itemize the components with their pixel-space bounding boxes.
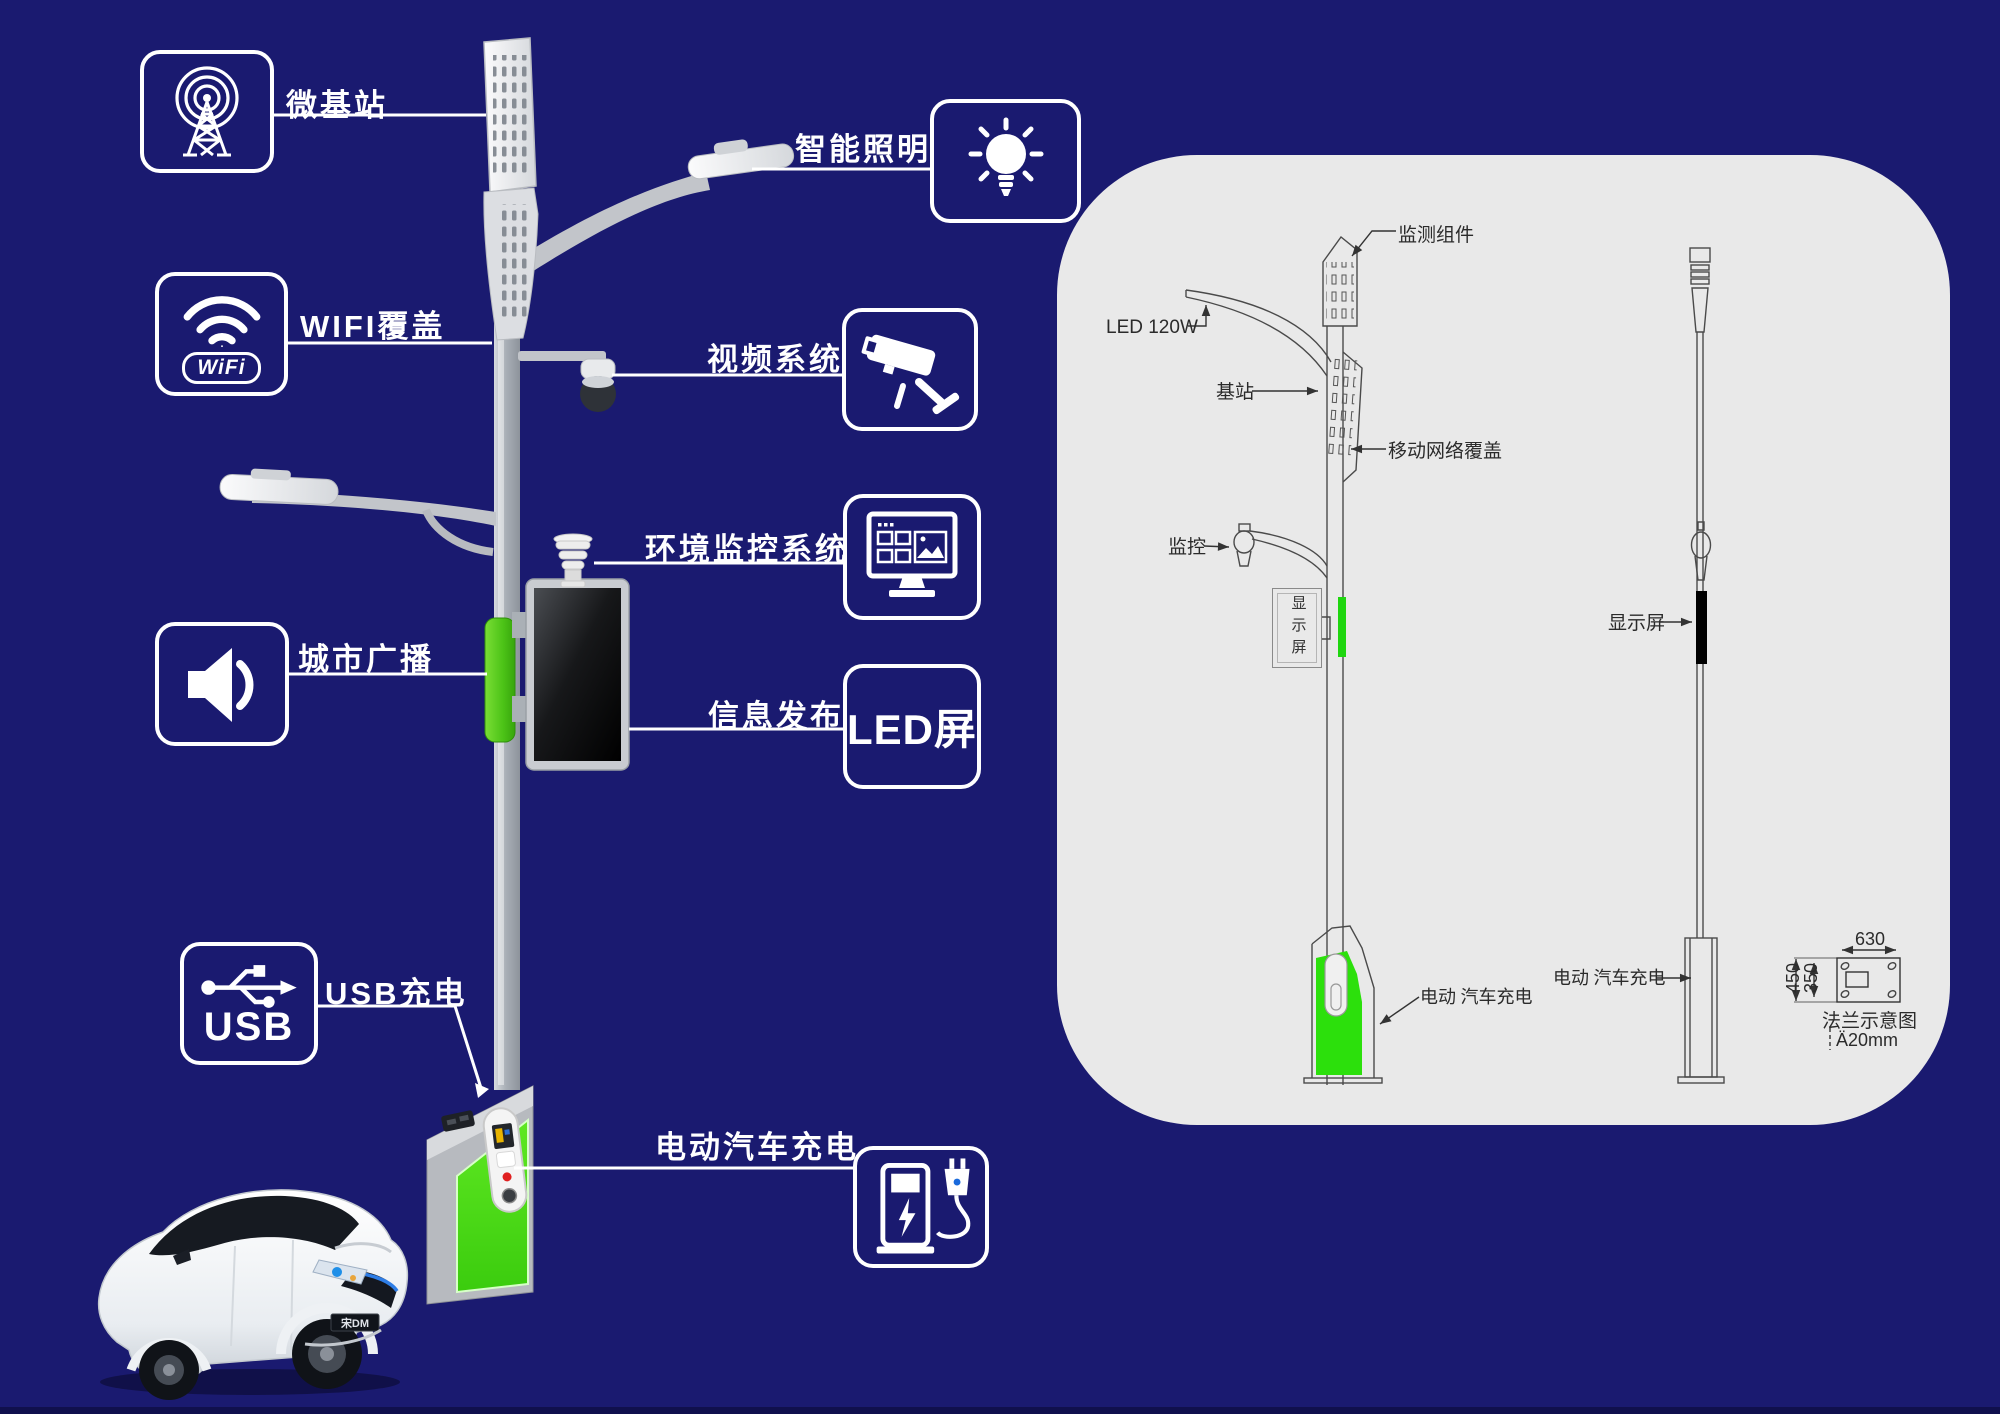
ev-charger-icon — [876, 1158, 971, 1254]
label-dim-450: 450 — [1783, 963, 1803, 993]
label-base-station: 基站 — [1216, 381, 1254, 403]
display-side-green — [1338, 597, 1346, 657]
display-front-box-inner: 显示屏 — [1277, 593, 1317, 663]
smart-lighting-callout — [930, 99, 1081, 223]
monitor-icon — [866, 511, 958, 597]
city-broadcast-label: 城市广播 — [298, 642, 434, 677]
usb-icon — [201, 965, 297, 1008]
display-front-box: 显示屏 — [1272, 588, 1322, 668]
usb-charging-label: USB充电 — [325, 976, 468, 1011]
micro-base-station-callout — [140, 50, 274, 173]
video-system-label: 视频系统 — [707, 342, 843, 377]
right-lamp-arm — [512, 172, 710, 282]
tech-side-view — [1677, 247, 1725, 1084]
led-screen-callout: LED屏 — [843, 664, 981, 789]
car-license-plate — [330, 1313, 380, 1332]
label-ev-side: 电动 汽车充电 — [1553, 968, 1666, 988]
cctv-camera-icon — [861, 334, 960, 414]
label-display-side: 显示屏 — [1608, 613, 1665, 634]
pole-render — [219, 37, 795, 1305]
info-publish-label: 信息发布 — [708, 699, 844, 734]
car-plate-text: 宋DM — [340, 1316, 369, 1330]
tech-labels: 监测组件 LED 120W 基站 移动网络覆盖 监控 显示屏 电动 汽车充电 电… — [1106, 224, 1917, 1050]
city-broadcast-callout — [155, 622, 289, 746]
env-monitoring-callout — [843, 494, 981, 620]
ptz-camera — [580, 358, 616, 412]
camera-arm — [518, 351, 606, 361]
label-led-power: LED 120W — [1106, 317, 1198, 338]
env-monitoring-label: 环境监控系统 — [645, 532, 849, 567]
led-screen-box-text: LED屏 — [847, 706, 978, 753]
tech-leaders — [1188, 230, 1692, 1025]
ev-charging-callout — [853, 1146, 989, 1268]
wifi-callout: WiFi — [155, 272, 288, 396]
light-bulb-icon — [968, 117, 1043, 196]
car-windows — [149, 1195, 359, 1256]
speaker-icon — [188, 648, 254, 722]
micro-base-station-label: 微基站 — [286, 88, 388, 123]
base-cabinet — [426, 1085, 534, 1305]
smart-lighting-label: 智能照明 — [795, 132, 931, 167]
car-mirror — [173, 1249, 191, 1265]
display-side-black — [1696, 591, 1707, 664]
label-flange-thickness: Ä20mm — [1836, 1030, 1898, 1050]
wifi-icon — [183, 296, 260, 348]
ev-charge-unit — [482, 1107, 528, 1213]
video-system-callout — [842, 308, 978, 431]
usb-callout: USB — [180, 942, 318, 1065]
label-mobile-network: 移动网络覆盖 — [1388, 440, 1502, 462]
label-ev-front: 电动 汽车充电 — [1420, 987, 1533, 1007]
broadcast-speaker-box — [484, 617, 516, 743]
label-dim-350: 350 — [1801, 963, 1821, 993]
wifi-badge: WiFi — [182, 352, 261, 384]
callout-lines — [274, 113, 930, 1170]
label-dim-630: 630 — [1855, 929, 1885, 949]
radio-tower-icon — [175, 65, 239, 156]
left-lamp-head — [219, 468, 339, 505]
bottom-strip — [0, 1407, 2000, 1414]
led-screen — [534, 588, 621, 761]
label-surveillance: 监控 — [1168, 536, 1206, 558]
flange-schematic — [1791, 945, 1901, 1050]
label-monitor-component: 监测组件 — [1398, 224, 1474, 246]
display-front-label: 显示屏 — [1289, 595, 1306, 661]
right-lamp-head — [687, 139, 795, 180]
tech-front-view — [1185, 230, 1901, 1085]
car-illustration: 宋DM — [97, 1189, 409, 1400]
ev-charging-label: 电动汽车充电 — [655, 1130, 859, 1165]
wifi-coverage-label: WIFI覆盖 — [300, 309, 446, 344]
usb-box-text: USB — [203, 1005, 295, 1049]
label-flange-caption: 法兰示意图 — [1822, 1010, 1917, 1032]
weather-sensor — [553, 533, 593, 588]
